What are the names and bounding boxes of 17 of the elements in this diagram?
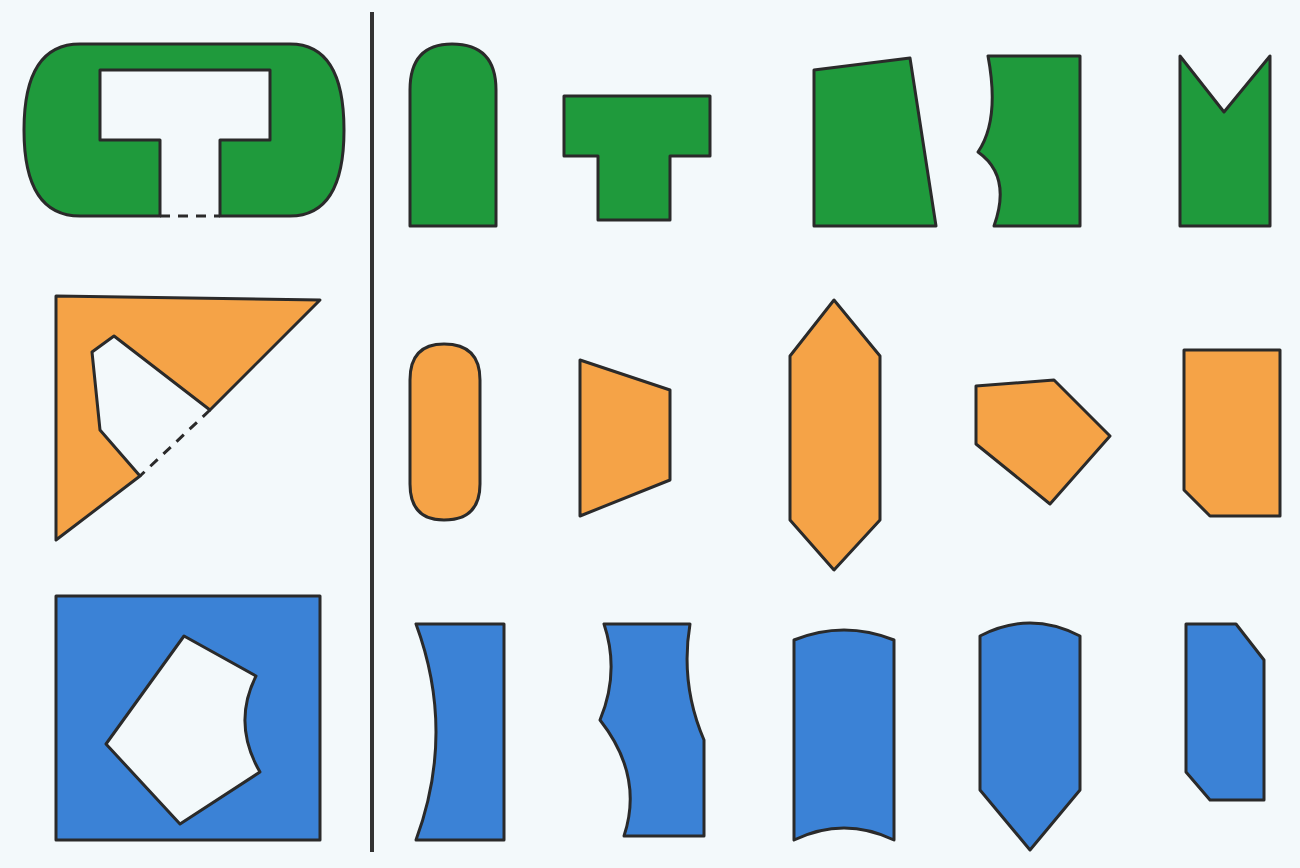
box-shape: [976, 54, 1082, 228]
box-shape: [1184, 622, 1266, 802]
stadium-shape: [408, 342, 482, 522]
trapezoid-shape: [578, 358, 672, 518]
arch-shape: [408, 42, 498, 228]
box-shape: [54, 594, 322, 842]
pentagon-shape: [974, 378, 1112, 506]
trapezoid-shape: [812, 56, 938, 228]
hexagon-shape: [788, 298, 882, 572]
triangle-shape: [54, 294, 322, 542]
box-shape: [1178, 54, 1272, 228]
box-shape: [598, 622, 706, 838]
box-shape: [414, 622, 506, 842]
box-shape: [792, 628, 896, 842]
tee-shape: [562, 94, 712, 222]
box-shape: [22, 42, 346, 218]
shield-shape: [978, 621, 1082, 852]
